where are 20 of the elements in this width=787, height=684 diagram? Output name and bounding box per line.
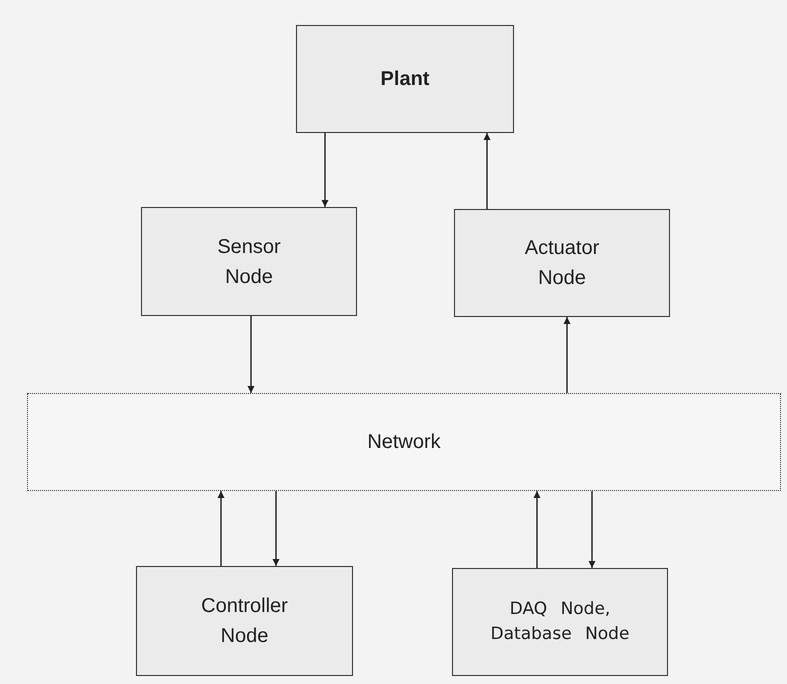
- process-box: [136, 566, 353, 676]
- arrow: [484, 133, 490, 209]
- arrow: [588, 491, 596, 568]
- process-box: [296, 25, 514, 133]
- arrow: [272, 491, 280, 566]
- arrow: [218, 491, 224, 566]
- node-label: Sensor Node: [216, 234, 282, 290]
- process-box: [452, 568, 668, 676]
- arrow: [322, 133, 328, 207]
- arrow: [564, 317, 570, 393]
- process-box: [141, 207, 357, 316]
- node-label: Plant: [380, 67, 430, 92]
- node-label: Controller Node: [200, 594, 289, 649]
- process-box: [454, 209, 670, 317]
- network-band: [27, 393, 781, 491]
- arrow: [248, 316, 254, 393]
- node-label: DAQ Node, Database Node: [490, 598, 630, 646]
- node-label: Actuator Node: [524, 236, 600, 291]
- arrow: [534, 491, 540, 568]
- node-label: Network: [367, 430, 441, 455]
